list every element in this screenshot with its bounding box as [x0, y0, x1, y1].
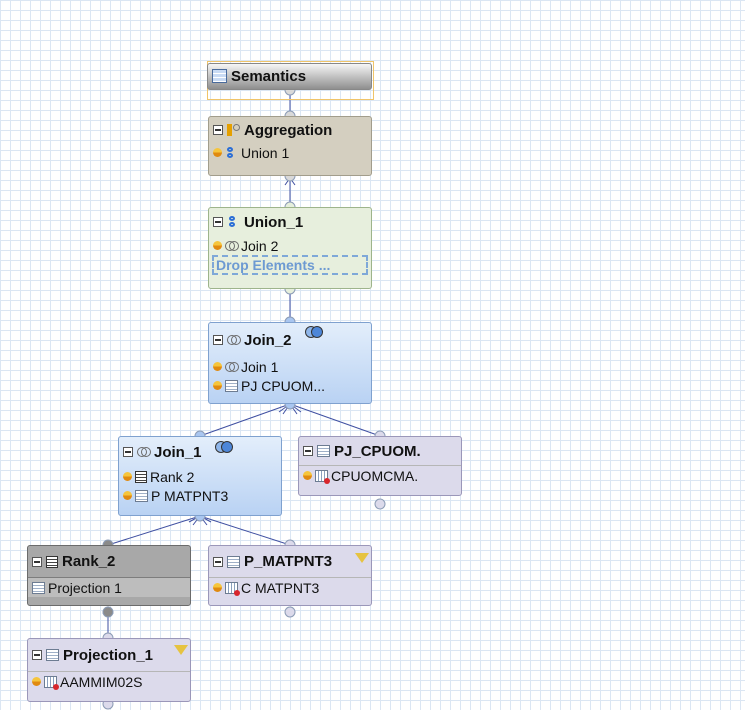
p-matpnt3-header: P_MATPNT3: [209, 546, 371, 577]
projection-icon: [225, 379, 238, 392]
semantics-icon: [212, 69, 227, 83]
join-1-node[interactable]: Join_1 Rank 2 P MATPNT3: [118, 436, 282, 516]
rank-2-node[interactable]: Rank_2 Projection 1: [27, 545, 191, 606]
input-row[interactable]: Rank 2: [119, 467, 281, 486]
collapse-icon[interactable]: [32, 556, 42, 567]
union-1-node[interactable]: Union_1 Join 2 Drop Elements ...: [208, 207, 372, 289]
input-dot-icon: [303, 471, 312, 480]
port-dot: [374, 498, 386, 510]
input-row[interactable]: PJ CPUOM...: [209, 376, 371, 395]
union-icon: [225, 146, 238, 159]
input-label: Projection 1: [48, 579, 122, 596]
input-dot-icon: [213, 583, 222, 592]
aggregation-node[interactable]: Aggregation Union 1: [208, 116, 372, 176]
input-dot-icon: [213, 381, 222, 390]
rank-2-header: Rank_2: [28, 546, 190, 577]
aggregation-header: Aggregation: [209, 117, 371, 143]
separator: [28, 671, 190, 672]
join-icon: [137, 446, 151, 458]
separator: [28, 577, 190, 578]
join-1-header: Join_1: [119, 437, 281, 467]
collapse-icon[interactable]: [213, 217, 223, 227]
node-title: P_MATPNT3: [244, 553, 333, 570]
input-dot-icon: [32, 677, 41, 686]
collapse-icon[interactable]: [213, 125, 223, 135]
input-label: AAMMIM02S: [60, 673, 143, 690]
projection-icon: [227, 555, 240, 568]
input-row[interactable]: CPUOMCMA.: [299, 466, 461, 485]
projection-icon: [46, 649, 59, 661]
data-source-icon: [315, 469, 330, 484]
projection-1-header: Projection_1: [28, 639, 190, 671]
join-2-header: Join_2: [209, 323, 371, 357]
collapse-icon[interactable]: [213, 335, 223, 345]
data-source-icon: [225, 581, 240, 596]
input-label: CPUOMCMA.: [331, 467, 419, 484]
collapse-icon[interactable]: [123, 447, 133, 457]
rank-icon: [46, 555, 58, 568]
input-row[interactable]: Join 1: [209, 357, 371, 376]
input-row[interactable]: Join 2: [209, 236, 371, 255]
input-row[interactable]: C MATPNT3: [209, 578, 371, 597]
union-icon: [227, 216, 240, 228]
edge-rank2-join1: [107, 515, 201, 546]
node-title: Join_1: [154, 443, 202, 461]
input-label: Rank 2: [150, 468, 195, 485]
input-row[interactable]: Union 1: [209, 143, 371, 162]
join-type-icon: [305, 326, 323, 338]
drop-elements-zone[interactable]: Drop Elements ...: [212, 255, 368, 275]
input-dot-icon: [213, 148, 222, 157]
node-title: Rank_2: [62, 553, 116, 570]
filter-icon: [355, 553, 369, 563]
aggregation-icon: [227, 124, 240, 136]
input-dot-icon: [123, 491, 132, 500]
filter-icon: [174, 645, 188, 655]
input-row[interactable]: P MATPNT3: [119, 486, 281, 505]
input-row[interactable]: AAMMIM02S: [28, 672, 190, 691]
input-label: Join 1: [241, 358, 279, 375]
input-dot-icon: [123, 472, 132, 481]
edge-join1-join2: [199, 403, 291, 437]
edge-pjcpuom-join2: [289, 403, 381, 437]
semantics-node[interactable]: Semantics: [207, 63, 372, 90]
edge-pmatpnt3-join1: [199, 515, 291, 546]
collapse-icon[interactable]: [303, 446, 313, 456]
rank-icon: [135, 470, 147, 483]
node-title: Union_1: [244, 213, 304, 231]
pj-cpuom-header: PJ_CPUOM.: [299, 437, 461, 465]
p-matpnt3-node[interactable]: P_MATPNT3 C MATPNT3: [208, 545, 372, 606]
collapse-icon[interactable]: [32, 650, 42, 660]
input-label: Union 1: [241, 144, 290, 161]
separator: [299, 465, 461, 466]
node-title: Projection_1: [63, 646, 154, 664]
join-2-node[interactable]: Join_2 Join 1 PJ CPUOM...: [208, 322, 372, 404]
input-label: P MATPNT3: [151, 487, 229, 504]
node-title: Aggregation: [244, 121, 333, 139]
port-dot: [284, 606, 296, 618]
collapse-icon[interactable]: [213, 556, 223, 567]
pj-cpuom-node[interactable]: PJ_CPUOM. CPUOMCMA.: [298, 436, 462, 496]
union-1-header: Union_1: [209, 208, 371, 236]
separator: [209, 577, 371, 578]
join-icon: [225, 361, 239, 373]
join-icon: [225, 240, 239, 252]
join-icon: [227, 334, 241, 346]
port-dot: [102, 606, 114, 618]
node-title: Semantics: [231, 67, 307, 85]
node-title: Join_2: [244, 331, 292, 349]
input-label: Join 2: [241, 237, 279, 254]
input-label: C MATPNT3: [241, 579, 320, 596]
projection-icon: [32, 581, 45, 594]
node-title: PJ_CPUOM.: [334, 442, 421, 460]
semantics-header: Semantics: [208, 64, 371, 88]
input-label: PJ CPUOM...: [241, 377, 326, 394]
projection-icon: [135, 489, 148, 502]
projection-1-node[interactable]: Projection_1 AAMMIM02S: [27, 638, 191, 702]
input-row[interactable]: Projection 1: [28, 578, 190, 597]
join-type-icon: [215, 441, 233, 453]
projection-icon: [317, 445, 330, 457]
data-source-icon: [44, 675, 59, 690]
input-dot-icon: [213, 362, 222, 371]
input-dot-icon: [213, 241, 222, 250]
